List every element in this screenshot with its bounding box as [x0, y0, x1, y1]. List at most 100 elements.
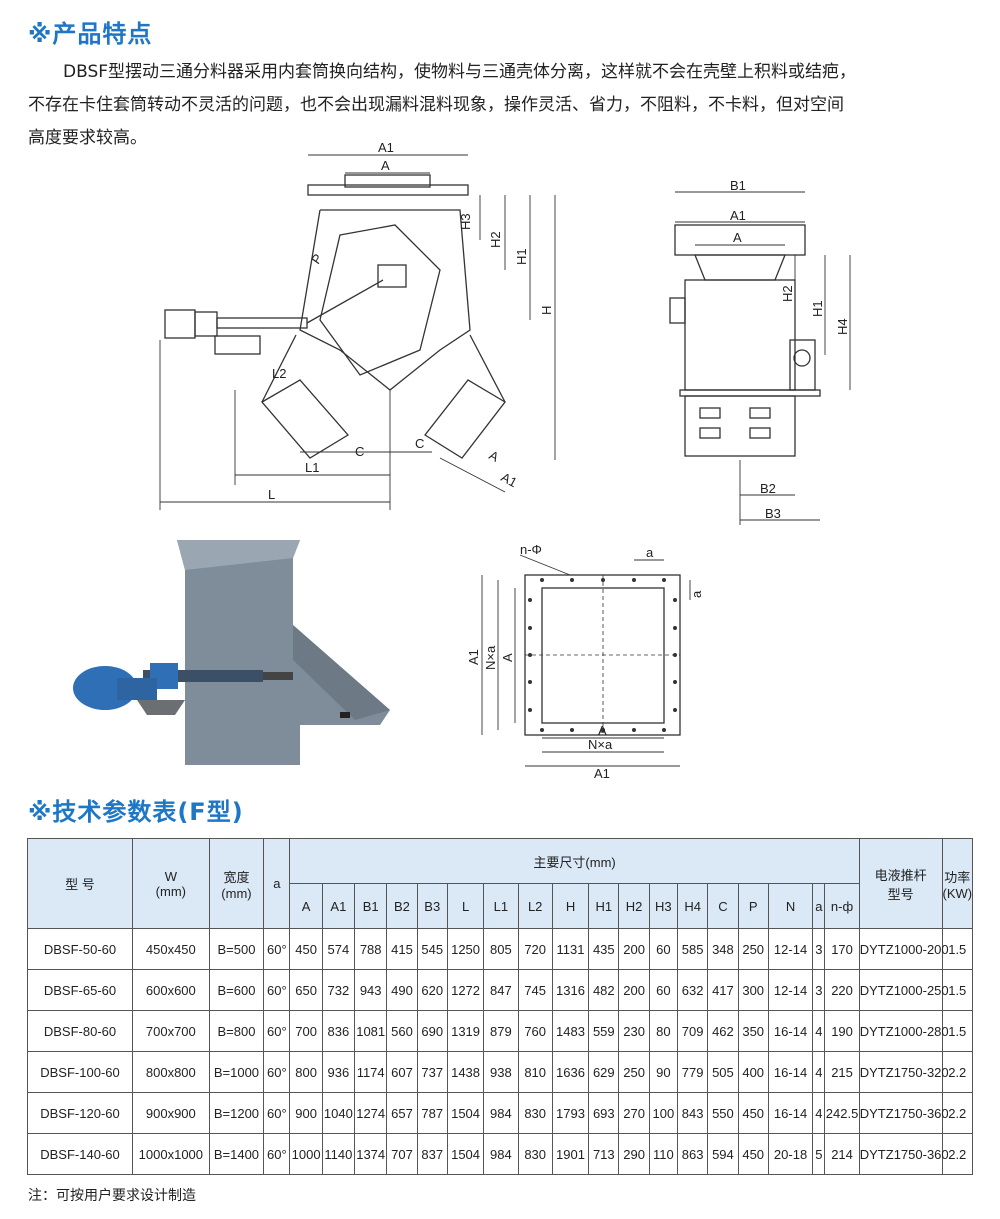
table-cell: 200 — [618, 928, 650, 970]
table-cell: 800x800 — [131, 1051, 210, 1093]
table-cell: 1901 — [551, 1133, 590, 1175]
table-cell: 836 — [321, 1010, 356, 1052]
header-dim-3: B2 — [386, 883, 418, 929]
table-cell: 574 — [321, 928, 356, 970]
table-cell: DYTZ1750-320 — [858, 1051, 949, 1093]
table-cell: 632 — [676, 969, 709, 1011]
table-cell: 650 — [289, 969, 323, 1011]
header-dim-12: H4 — [676, 883, 709, 929]
front-label-a-outlet: A — [487, 447, 502, 464]
table-cell: 713 — [588, 1133, 620, 1175]
header-dim-1: A1 — [321, 883, 356, 929]
features-title: ※产品特点 — [28, 20, 153, 48]
table-cell: 12-14 — [767, 928, 814, 970]
table-cell: 270 — [618, 1092, 650, 1134]
table-cell: 843 — [676, 1092, 709, 1134]
table-cell: B=500 — [208, 928, 265, 970]
table-cell: 745 — [517, 969, 553, 1011]
table-cell: 1793 — [551, 1092, 590, 1134]
flange-label-a1-bottom: A1 — [594, 766, 610, 781]
spec-table: 型 号 W(mm) 宽度(mm) a 主要尺寸(mm) 电液推杆型号 功率(KW… — [27, 838, 974, 1175]
table-cell: 450x450 — [131, 928, 210, 970]
features-paragraph: DBSF型摆动三通分料器采用内套筒换向结构，使物料与三通壳体分离，这样就不会在壳… — [28, 56, 978, 155]
header-dim-10: H2 — [618, 883, 650, 929]
table-cell: 1000x1000 — [131, 1133, 210, 1175]
front-view-drawing: A1 A H3 H2 H1 H P L2 C C A A1 L1 L — [159, 140, 556, 510]
table-cell: 559 — [588, 1010, 620, 1052]
table-cell: 800 — [289, 1051, 323, 1093]
header-dim-14: P — [737, 883, 769, 929]
table-cell: 984 — [483, 1133, 519, 1175]
table-cell: 190 — [824, 1010, 860, 1052]
table-cell: 1272 — [446, 969, 485, 1011]
table-cell: 760 — [517, 1010, 553, 1052]
table-cell: 720 — [517, 928, 553, 970]
table-cell: 1504 — [446, 1133, 485, 1175]
table-cell: 1636 — [551, 1051, 590, 1093]
table-cell: 779 — [676, 1051, 709, 1093]
table-cell: DBSF-50-60 — [27, 928, 133, 970]
table-cell: 230 — [618, 1010, 650, 1052]
flange-label-nxa-left: N×a — [483, 645, 498, 670]
table-cell: 60° — [263, 928, 291, 970]
table-cell: 220 — [824, 969, 860, 1011]
table-cell: 847 — [483, 969, 519, 1011]
side-label-b1: B1 — [730, 178, 746, 193]
table-cell: 943 — [354, 969, 388, 1011]
flange-label-a-bottom: A — [598, 723, 607, 738]
table-cell: 1274 — [354, 1092, 388, 1134]
header-angle: a — [263, 838, 291, 929]
front-label-a-top: A — [381, 158, 390, 173]
table-cell: 1140 — [321, 1133, 356, 1175]
table-cell: 1319 — [446, 1010, 485, 1052]
table-cell: 1000 — [289, 1133, 323, 1175]
side-label-a1: A1 — [730, 208, 746, 223]
table-cell: 1250 — [446, 928, 485, 970]
front-label-h2: H2 — [488, 231, 503, 248]
table-cell: 1504 — [446, 1092, 485, 1134]
side-label-h2: H2 — [780, 285, 795, 302]
table-cell: 250 — [737, 928, 769, 970]
table-cell: 629 — [588, 1051, 620, 1093]
table-cell: 2.2 — [941, 1133, 974, 1175]
side-label-h4: H4 — [835, 318, 850, 335]
table-cell: 900x900 — [131, 1092, 210, 1134]
table-cell: 170 — [824, 928, 860, 970]
header-dim-11: H3 — [648, 883, 679, 929]
table-cell: 810 — [517, 1051, 553, 1093]
table-cell: 938 — [483, 1051, 519, 1093]
table-cell: 20-18 — [767, 1133, 814, 1175]
table-cell: 400 — [737, 1051, 769, 1093]
table-cell: 490 — [386, 969, 418, 1011]
table-cell: 1.5 — [941, 1010, 974, 1052]
table-cell: 545 — [416, 928, 448, 970]
table-cell: 788 — [354, 928, 388, 970]
table-cell: 60° — [263, 1010, 291, 1052]
table-cell: 837 — [416, 1133, 448, 1175]
side-view-drawing: B1 A1 A H2 H1 H4 B2 B3 — [669, 178, 851, 525]
table-cell: 4 — [812, 1010, 826, 1052]
side-label-b2: B2 — [760, 481, 776, 496]
table-cell: 737 — [416, 1051, 448, 1093]
table-cell: 2.2 — [941, 1051, 974, 1093]
table-cell: 560 — [386, 1010, 418, 1052]
table-cell: 350 — [737, 1010, 769, 1052]
table-cell: 250 — [618, 1051, 650, 1093]
table-cell: 462 — [707, 1010, 739, 1052]
table-cell: 290 — [618, 1133, 650, 1175]
table-cell: 90 — [648, 1051, 679, 1093]
table-cell: 435 — [588, 928, 620, 970]
side-label-a: A — [733, 230, 742, 245]
table-cell: 732 — [321, 969, 356, 1011]
front-label-h3: H3 — [458, 213, 473, 230]
header-width: 宽度(mm) — [208, 838, 265, 929]
side-label-b3: B3 — [765, 506, 781, 521]
table-cell: DBSF-100-60 — [27, 1051, 133, 1093]
table-cell: DYTZ1000-280 — [858, 1010, 949, 1052]
table-cell: 4 — [812, 1051, 826, 1093]
header-dim-5: L — [446, 883, 485, 929]
flange-drawing: n-Φ a a A1 N×a A A N×a A1 — [466, 542, 704, 781]
front-label-c-left: C — [355, 444, 364, 459]
